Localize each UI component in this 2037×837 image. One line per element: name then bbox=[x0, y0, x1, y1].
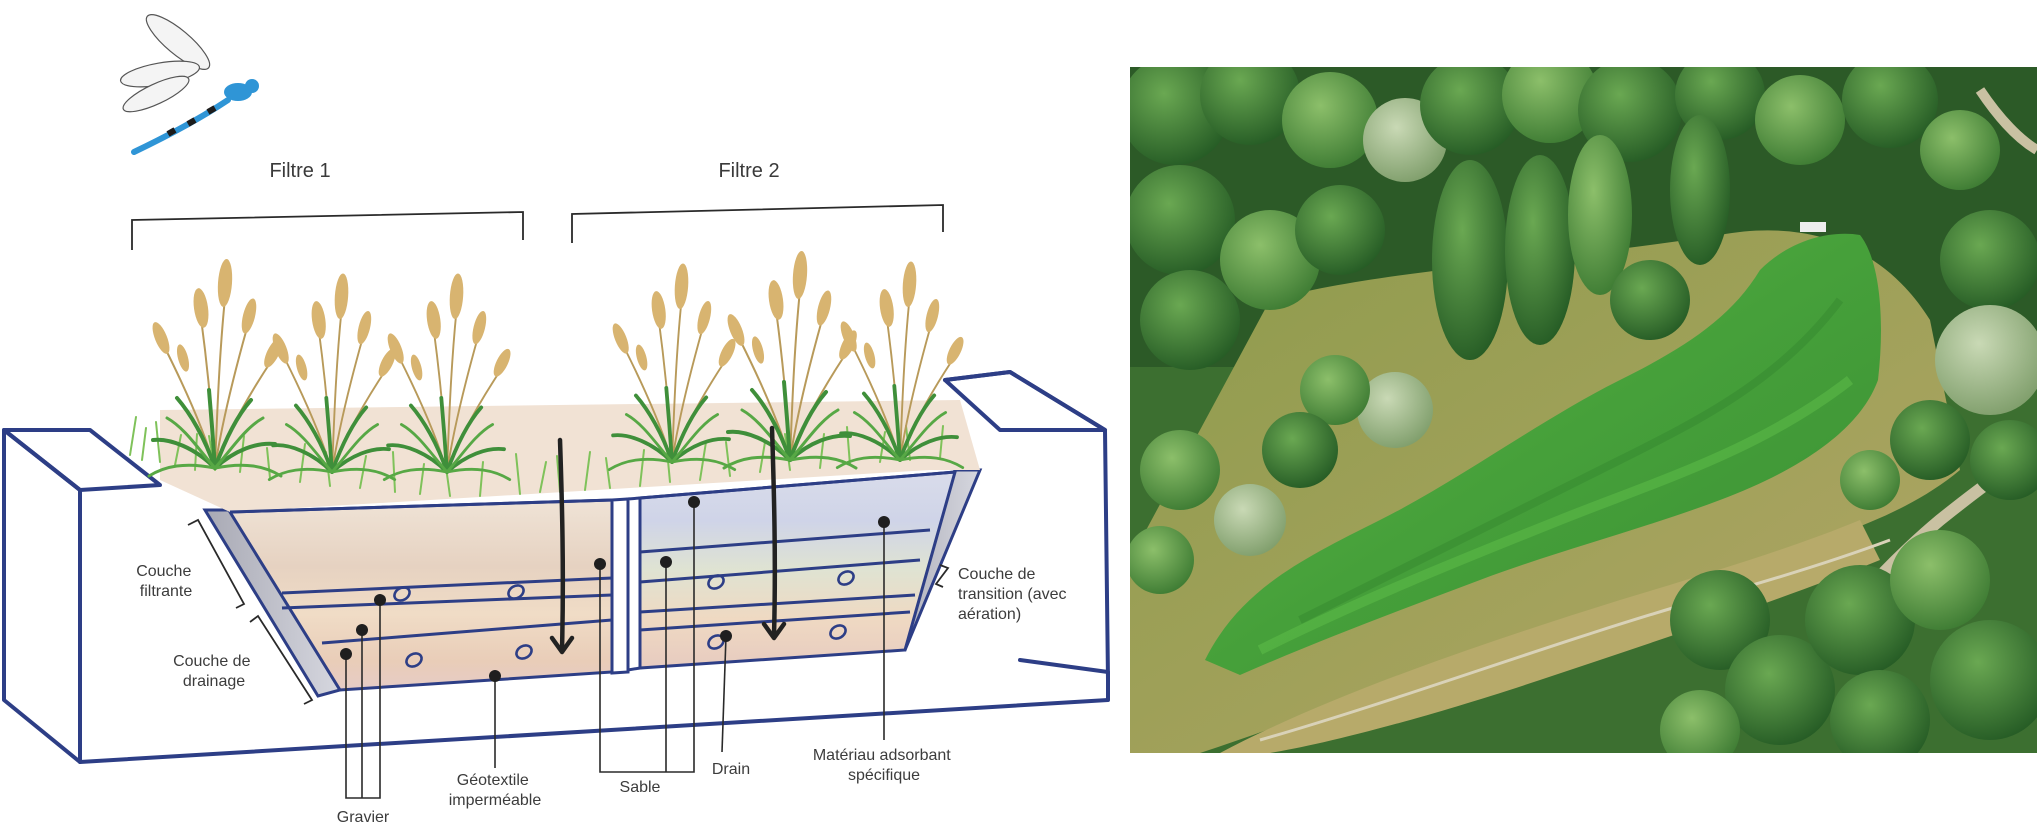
layer-line bbox=[639, 558, 921, 584]
box-left-top bbox=[2, 428, 162, 492]
flow-arrow bbox=[549, 425, 787, 655]
filter-1-bracket bbox=[131, 211, 524, 250]
filter-diagram: Filtre 1 Filtre 2 bbox=[2, 14, 1110, 826]
label-gravier: Gravier bbox=[337, 809, 390, 826]
label-drain: Drain bbox=[712, 761, 750, 778]
tree-canopy bbox=[1130, 67, 2037, 753]
layer-line bbox=[639, 593, 916, 614]
filter-divider bbox=[610, 497, 630, 675]
gravel-pebbles bbox=[393, 570, 855, 668]
box-right-top bbox=[943, 370, 1107, 432]
label-materiau-adsorbant: Matériau adsorbant spécifique bbox=[813, 747, 955, 784]
dragonfly-icon bbox=[119, 14, 259, 155]
label-geotextile: Géotextile imperméable bbox=[449, 772, 542, 809]
filter-divider-back bbox=[626, 496, 642, 672]
label-couche-transition: Couche de transition (avec aération) bbox=[958, 566, 1071, 623]
meadow-texture bbox=[1257, 376, 1854, 655]
wetland-meadow bbox=[1205, 233, 1881, 676]
filter-2-label: Filtre 2 bbox=[718, 160, 779, 182]
meadow-texture bbox=[1298, 297, 1844, 624]
layer-line bbox=[639, 528, 931, 554]
filter-1-label: Filtre 1 bbox=[269, 160, 330, 182]
label-sable: Sable bbox=[620, 779, 661, 796]
leader-lines bbox=[340, 496, 890, 799]
layer-line bbox=[281, 576, 613, 595]
pipe-outlet bbox=[1800, 222, 1826, 232]
label-couche-filtrante: Couche filtrante bbox=[136, 563, 196, 600]
label-couche-drainage: Couche de drainage bbox=[173, 653, 255, 690]
surface-edge bbox=[639, 470, 956, 500]
box-bottom-edge bbox=[78, 658, 1110, 764]
drainage-bracket bbox=[249, 614, 314, 705]
filter-2-bracket bbox=[571, 204, 944, 243]
aerial-photo bbox=[1130, 67, 2037, 753]
layer-line bbox=[281, 593, 613, 610]
footpath bbox=[1259, 538, 1891, 742]
transition-bracket bbox=[934, 564, 950, 588]
filtrante-bracket bbox=[187, 518, 246, 609]
gravel-path-top bbox=[1975, 87, 2037, 155]
surface-edge bbox=[229, 498, 613, 514]
